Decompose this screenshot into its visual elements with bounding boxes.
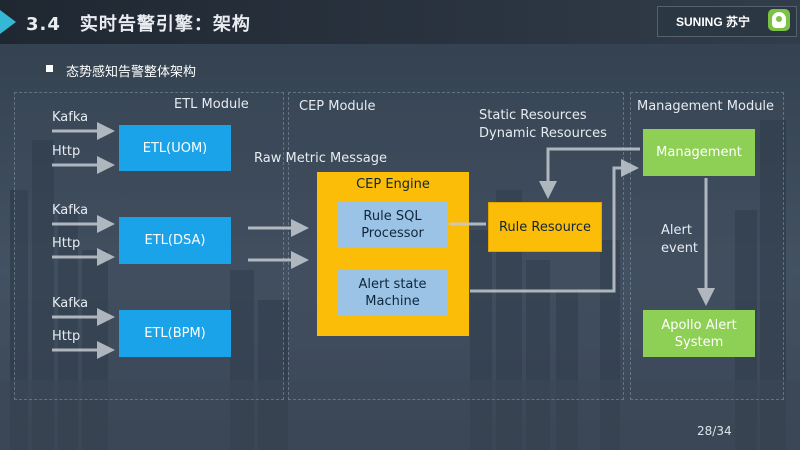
etl-dsa-box: ETL(DSA): [119, 217, 231, 264]
http-label-1: Http: [52, 144, 81, 159]
dynamic-resources-label: Dynamic Resources: [479, 126, 607, 141]
rule-sql-processor-box: Rule SQL Processor: [337, 202, 448, 247]
page-number: 28/34: [697, 424, 732, 438]
suning-lion-icon: [768, 9, 790, 31]
bullet-heading: 态势感知告警整体架构: [66, 65, 197, 80]
alert-event-label: Alert event: [661, 223, 699, 256]
kafka-label-2: Kafka: [52, 203, 89, 218]
kafka-label-3: Kafka: [52, 296, 89, 311]
http-label-3: Http: [52, 329, 81, 344]
title-bar: 3.4 实时告警引擎：架构 SUNING 苏宁: [0, 0, 800, 44]
alert-state-machine-box: Alert state Machine: [337, 270, 448, 316]
etl-uom-box: ETL(UOM): [119, 125, 231, 171]
bullet-square-icon: [46, 65, 53, 72]
static-resources-label: Static Resources: [479, 108, 587, 123]
http-label-2: Http: [52, 236, 81, 251]
page-title: 3.4 实时告警引擎：架构: [26, 14, 251, 35]
kafka-label-1: Kafka: [52, 110, 89, 125]
alert-to-management-arrow: [470, 159, 639, 293]
management-box: Management: [643, 129, 755, 176]
management-module-label: Management Module: [637, 99, 775, 114]
cep-engine-title: CEP Engine: [356, 177, 430, 192]
logo-text: SUNING 苏宁: [676, 15, 751, 29]
etl-module-label: ETL Module: [174, 97, 249, 112]
raw-metric-label: Raw Metric Message: [254, 151, 388, 166]
cep-module-label: CEP Module: [299, 99, 376, 114]
etl-bpm-box: ETL(BPM): [119, 310, 231, 357]
apollo-alert-system-box: Apollo Alert System: [643, 310, 755, 357]
resource-arrow-down: [539, 147, 640, 199]
title-accent-icon: [0, 10, 16, 34]
rule-resource-box: Rule Resource: [488, 202, 602, 252]
suning-logo: SUNING 苏宁: [657, 6, 797, 37]
